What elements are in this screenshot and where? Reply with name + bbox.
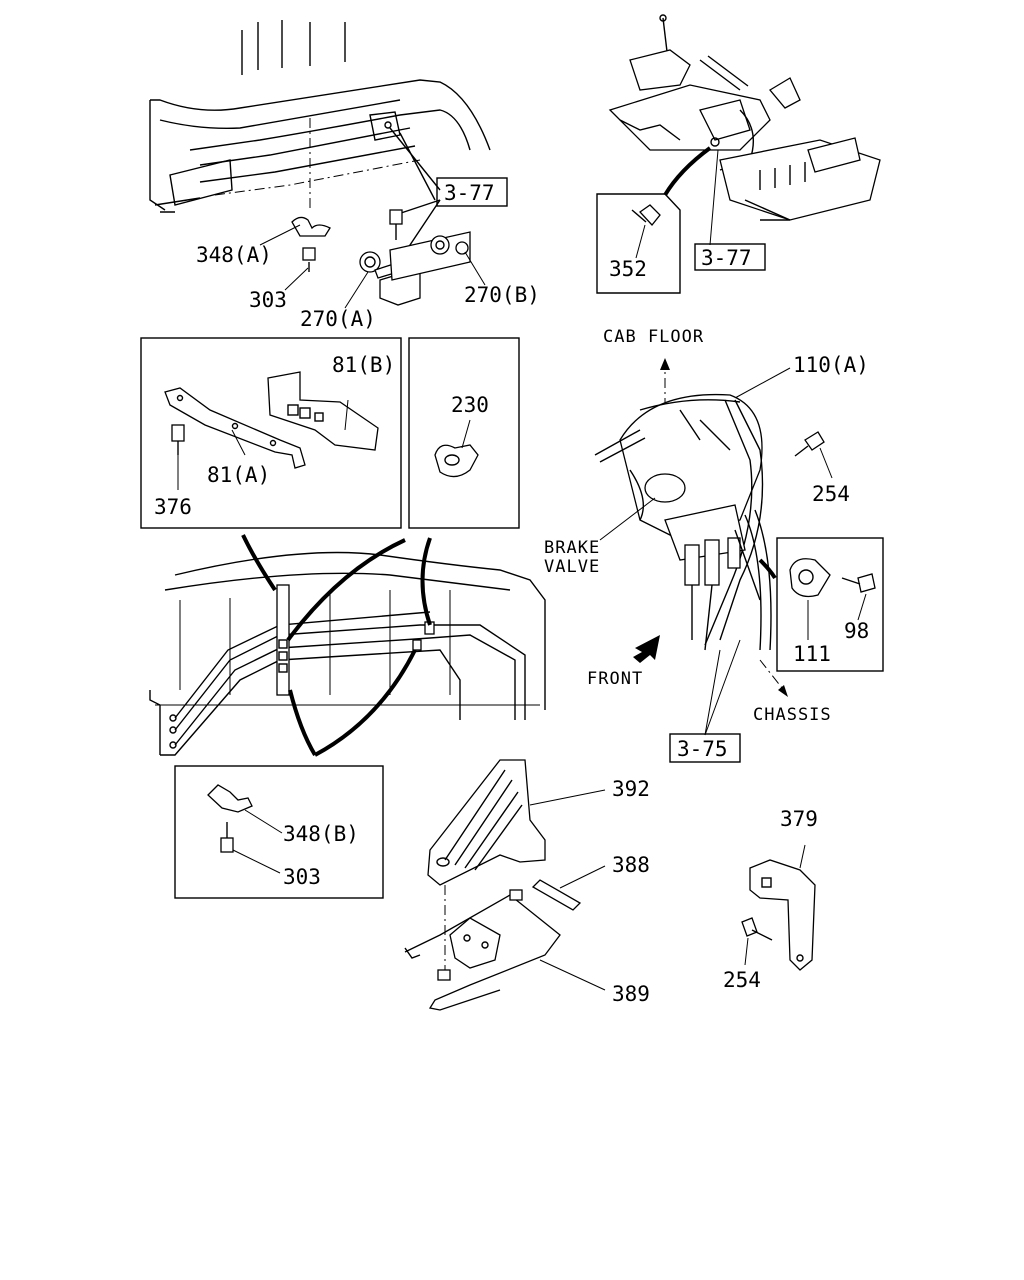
leader-110a: [734, 367, 791, 399]
ref-box-3-77-right[interactable]: [694, 243, 766, 271]
leader-230: [461, 419, 471, 449]
part-98-label: 98: [844, 619, 869, 643]
bolt-98-icon: [841, 573, 876, 593]
ref-box-3-75[interactable]: [669, 733, 741, 763]
ref-3-75-label: 3-75: [677, 737, 728, 761]
bolt-254-bottom-icon: [741, 917, 773, 941]
part-376-label: 376: [154, 495, 192, 519]
part-81b-label: 81(B): [332, 353, 395, 377]
leader-254-bottom: [744, 937, 749, 966]
clamp-348b-icon: [207, 784, 253, 813]
part-352-label: 352: [609, 257, 647, 281]
top-right-lever-assembly: [608, 14, 881, 246]
leader-3-75-b: [704, 639, 741, 736]
plate-389-icon: [404, 885, 561, 1011]
leader-388: [559, 865, 606, 889]
part-270a-label: 270(A): [300, 307, 376, 331]
front-label: FRONT: [587, 669, 643, 689]
chassis-arrow-icon: [759, 659, 788, 697]
part-110a-label: 110(A): [793, 353, 869, 377]
inset-box-352: [596, 193, 681, 294]
bracket-379-icon: [749, 859, 816, 971]
callout-swoosh-348b-a: [288, 689, 317, 757]
brake-valve-assembly: [594, 393, 772, 651]
callout-swoosh-348b-b: [314, 649, 417, 757]
inset-box-111-98: [776, 537, 884, 672]
brake-valve-label-line2: VALVE: [544, 557, 600, 577]
callout-swoosh-81-a: [241, 534, 277, 592]
part-352-icon: [631, 204, 661, 259]
bolt-303-bottom-icon: [220, 822, 234, 853]
part-111-label: 111: [793, 642, 831, 666]
bolt-376-icon: [171, 424, 185, 455]
part-303-bottom-label: 303: [283, 865, 321, 889]
inset-box-230: [408, 337, 520, 529]
leader-392: [529, 789, 606, 806]
part-230-label: 230: [451, 393, 489, 417]
clip-230-icon: [434, 444, 479, 478]
part-254-top-label: 254: [812, 482, 850, 506]
clamp-111-icon: [789, 558, 831, 598]
pedal-392-icon: [427, 759, 546, 886]
ref-3-77-right-label: 3-77: [701, 246, 752, 270]
rod-388-icon: [531, 879, 582, 911]
leader-389: [539, 959, 606, 991]
callout-swoosh-top-right: [663, 146, 712, 197]
leader-348b: [244, 809, 283, 834]
arrow-down-left-icon: [633, 635, 660, 663]
leader-81a: [231, 429, 246, 456]
callout-swoosh-111: [758, 558, 777, 580]
part-392-label: 392: [612, 777, 650, 801]
bracket-81b-icon: [267, 371, 379, 451]
leader-379: [799, 844, 806, 869]
part-388-label: 388: [612, 853, 650, 877]
bolt-254-top-icon: [794, 431, 825, 457]
part-303-top-label: 303: [249, 288, 287, 312]
part-379-label: 379: [780, 807, 818, 831]
part-389-label: 389: [612, 982, 650, 1006]
ref-box-3-77-top[interactable]: [436, 177, 508, 207]
inset-box-81: [140, 337, 402, 529]
leader-254-top: [819, 447, 833, 479]
part-81a-label: 81(A): [207, 463, 270, 487]
top-left-frame-assembly: [149, 20, 491, 309]
leader-3-75-a: [704, 649, 721, 736]
bracket-81a-icon: [164, 387, 306, 469]
callout-swoosh-230: [420, 537, 432, 626]
arrow-up-icon: [660, 358, 670, 408]
part-254-bottom-label: 254: [723, 968, 761, 992]
cab-floor-label: CAB FLOOR: [603, 327, 704, 347]
callout-swoosh-81-b: [286, 538, 406, 642]
floor-panel-assembly: [149, 551, 546, 756]
ref-3-77-top-label: 3-77: [444, 181, 495, 205]
chassis-label: CHASSIS: [753, 705, 832, 725]
leader-98: [857, 593, 867, 621]
part-348a-label: 348(A): [196, 243, 272, 267]
leader-303-bottom: [232, 849, 281, 874]
leader-brake-valve: [599, 497, 656, 541]
inset-box-348b: [174, 765, 384, 899]
brake-valve-label-line1: BRAKE: [544, 538, 600, 558]
part-348b-label: 348(B): [283, 822, 359, 846]
leader-81b: [344, 399, 349, 431]
part-270b-label: 270(B): [464, 283, 540, 307]
